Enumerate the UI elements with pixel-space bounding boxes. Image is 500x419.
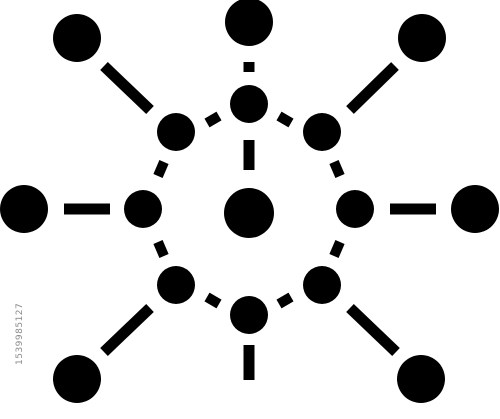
ring-dash (276, 111, 294, 128)
ring-dash (329, 160, 345, 178)
outer-node-top (225, 0, 273, 46)
ring-dash (204, 292, 222, 309)
center-node (224, 188, 274, 238)
ring-dash (153, 240, 169, 258)
outer-node-left (0, 185, 48, 233)
spoke-top-right (346, 62, 399, 114)
outer-node-bottom-left (53, 355, 101, 403)
ring-node-left (124, 190, 162, 228)
ring-dash (204, 111, 222, 128)
spoke-bottom-right (346, 304, 400, 356)
stock-id-watermark: 1539985127 (15, 302, 25, 365)
ring-node-top-right (303, 113, 341, 151)
ring-node-top (230, 85, 268, 123)
spoke-top-left (100, 62, 154, 114)
ring-node-bottom-left (157, 266, 195, 304)
outer-node-top-left (53, 14, 101, 62)
outer-node-top-right (398, 14, 446, 62)
ring-dash (329, 240, 345, 258)
outer-node-bottom-right (397, 355, 445, 403)
spoke-bottom-left (100, 304, 154, 356)
ring-node-bottom (230, 296, 268, 334)
ring-dash (153, 160, 169, 178)
ring-node-bottom-right (303, 266, 341, 304)
outer-node-right (451, 185, 499, 233)
ring-dash (276, 292, 294, 309)
ring-node-right (336, 190, 374, 228)
ring-node-top-left (157, 113, 195, 151)
